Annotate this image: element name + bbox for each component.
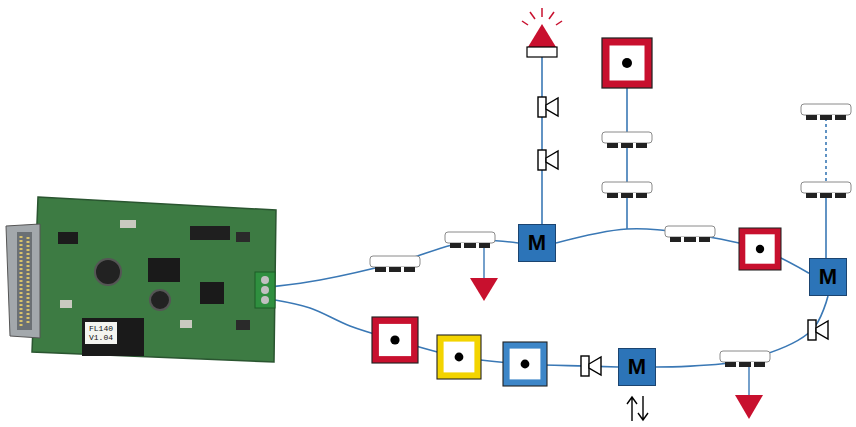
- smoke-detector: [665, 226, 715, 242]
- call-point-blue: [503, 342, 547, 386]
- smd: [236, 320, 250, 330]
- smd: [180, 320, 192, 328]
- chip-marking: FL140: [89, 324, 113, 333]
- stub-wire: [748, 366, 749, 395]
- sounder-symbol: [581, 356, 601, 376]
- inductor: [95, 259, 121, 285]
- smd: [236, 232, 250, 242]
- chip-label: FL140V1.04: [85, 322, 117, 344]
- terminal-screw: [261, 276, 269, 284]
- sounder-symbol: [808, 320, 828, 340]
- connector-pins: [20, 236, 23, 326]
- manual-call-point: [739, 228, 781, 270]
- stub-wire-dashed: [825, 118, 827, 184]
- module-box: M: [518, 224, 556, 262]
- chip-marking: V1.04: [89, 333, 113, 342]
- stub-wire: [483, 248, 484, 278]
- smoke-detector: [801, 182, 851, 198]
- ic: [58, 232, 78, 244]
- terminal-screw: [261, 286, 269, 294]
- smoke-detector: [602, 182, 652, 198]
- ic: [148, 258, 180, 282]
- beacon: [522, 8, 562, 57]
- smoke-detector: [602, 132, 652, 148]
- inductor: [150, 290, 170, 310]
- sub-d-connector: [6, 224, 40, 338]
- remote-indicator: [735, 395, 763, 419]
- ic: [190, 226, 230, 240]
- remote-indicator: [470, 278, 498, 301]
- pcb: [32, 197, 276, 362]
- eprom-chip: [82, 318, 144, 356]
- terminal-screw: [261, 296, 269, 304]
- connector-shell: [17, 232, 32, 330]
- smoke-detector: [370, 256, 420, 272]
- controller-board: FL140V1.04: [25, 200, 275, 360]
- stub-wire: [626, 88, 628, 229]
- smd: [60, 300, 72, 308]
- smoke-detector: [801, 104, 851, 120]
- smd: [120, 220, 136, 228]
- module-letter: M: [528, 232, 546, 254]
- stub-wire: [541, 57, 543, 226]
- io-arrows: [627, 396, 648, 421]
- terminal-block: [255, 272, 275, 308]
- loop-wire: [656, 296, 828, 367]
- manual-call-point: [372, 317, 418, 363]
- module-box: M: [618, 348, 656, 386]
- ic: [200, 282, 224, 304]
- manual-call-point: [602, 38, 652, 88]
- sounder-symbol: [538, 150, 558, 170]
- connector-pins: [27, 237, 30, 325]
- module-box: M: [809, 258, 847, 296]
- call-point-yellow: [437, 335, 481, 379]
- sounder-symbol: [538, 97, 558, 117]
- stub-wire: [825, 194, 827, 259]
- smoke-detector: [720, 351, 770, 367]
- module-letter: M: [819, 266, 837, 288]
- controller-board: [6, 197, 276, 362]
- smoke-detector: [445, 232, 495, 248]
- module-letter: M: [628, 356, 646, 378]
